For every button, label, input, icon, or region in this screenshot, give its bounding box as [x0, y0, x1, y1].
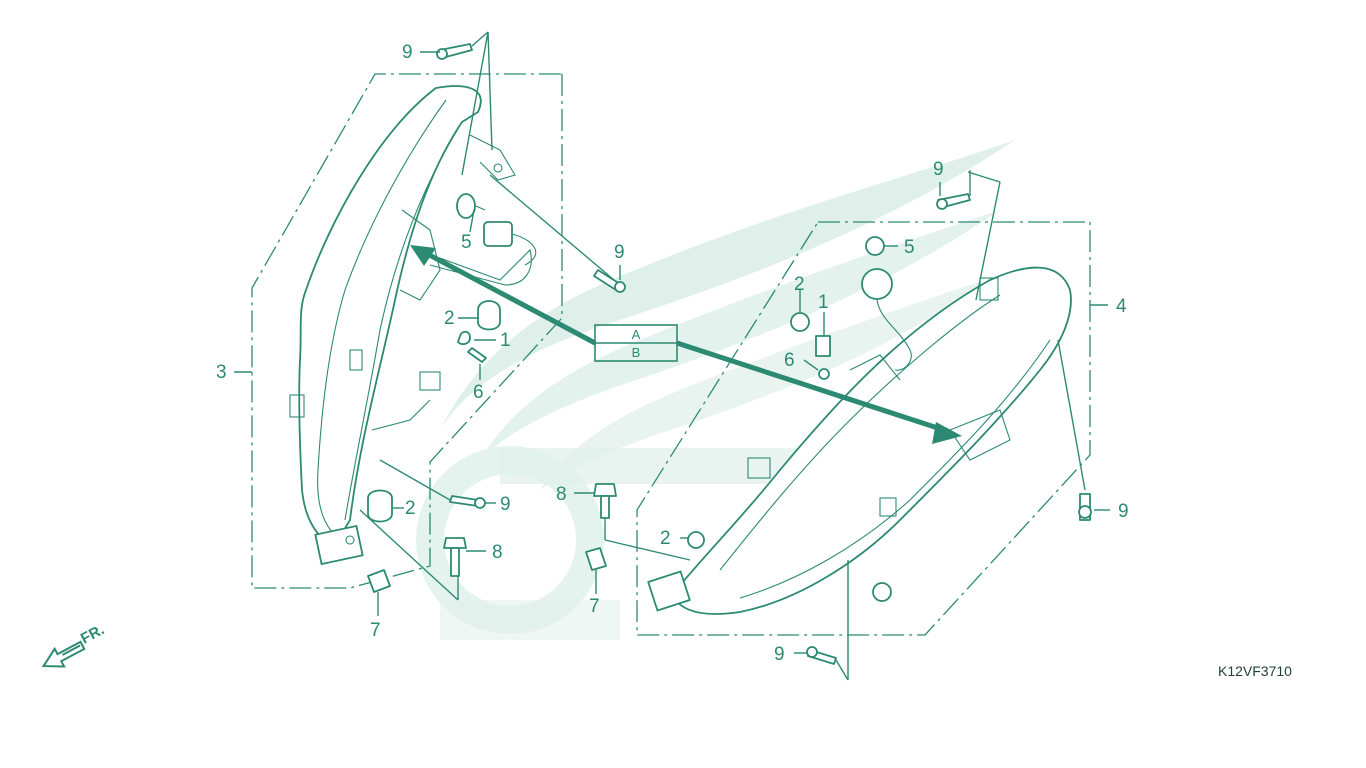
- diagram-code: K12VF3710: [1218, 663, 1292, 679]
- callout-2-left-upper: 2: [444, 308, 455, 329]
- screw-9-left-lower: [449, 495, 486, 509]
- callout-5-right: 5: [904, 237, 915, 258]
- bulb-left: [456, 193, 486, 219]
- screw-9-left-mid: [593, 269, 626, 293]
- callout-9-right-top: 9: [933, 159, 944, 180]
- ref-box-a: A: [632, 327, 641, 342]
- callout-6-right: 6: [784, 350, 795, 371]
- ref-box-b: B: [632, 345, 641, 360]
- bolt-left-8: [443, 537, 467, 577]
- callout-5-left: 5: [461, 232, 472, 253]
- reference-arrows: [410, 245, 962, 444]
- callout-6-left: 6: [473, 382, 484, 403]
- screw-9-bottom: [806, 646, 837, 665]
- callout-8-left: 8: [492, 542, 503, 563]
- callout-3: 3: [216, 362, 227, 383]
- callout-9-left-lower: 9: [500, 494, 511, 515]
- callout-9-bottom: 9: [774, 644, 785, 665]
- left-assembly-outline: [251, 73, 563, 589]
- callout-7-center: 7: [589, 596, 600, 617]
- clip-right-1: [815, 335, 831, 357]
- grommet-center-2: [687, 531, 705, 549]
- screw-9-right-side: [1078, 493, 1092, 521]
- callout-4: 4: [1116, 296, 1127, 317]
- leader-lines: [234, 31, 1110, 681]
- callout-1-right: 1: [818, 292, 829, 313]
- socket-left: [483, 221, 537, 266]
- clip-left-upper: [457, 330, 471, 345]
- grommet-left-upper: [477, 300, 501, 331]
- bulb-right: [865, 236, 885, 256]
- callout-labels: 9 5 9 2 1 6 3 9 2 8 7 9 5 2 1 6 4 8 2 7 …: [216, 42, 1129, 665]
- screw-right-6: [818, 368, 830, 380]
- callout-9-top: 9: [402, 42, 413, 63]
- callout-2-left-lower: 2: [405, 498, 416, 519]
- right-assembly-outline: [636, 221, 1091, 636]
- screw-9-top: [436, 43, 473, 60]
- callout-2-center: 2: [660, 528, 671, 549]
- callout-9-left-mid: 9: [614, 242, 625, 263]
- left-headlight-housing: [289, 85, 532, 565]
- callout-9-right-side: 9: [1118, 501, 1129, 522]
- clip-left-7: [367, 569, 391, 593]
- screw-left-6: [467, 347, 487, 363]
- callout-7-left: 7: [370, 620, 381, 641]
- grommet-left-lower: [367, 489, 393, 523]
- callout-8-center: 8: [556, 484, 567, 505]
- right-headlight-housing: [647, 266, 1072, 615]
- socket-right: [861, 268, 912, 371]
- callout-2-right-upper: 2: [794, 274, 805, 295]
- bolt-center-8: [593, 483, 617, 519]
- front-direction-arrow-icon: [41, 640, 86, 668]
- callout-1-left: 1: [500, 330, 511, 351]
- screw-9-right-top: [936, 193, 971, 210]
- grommet-right-upper: [790, 312, 810, 332]
- clip-center-7: [585, 547, 607, 571]
